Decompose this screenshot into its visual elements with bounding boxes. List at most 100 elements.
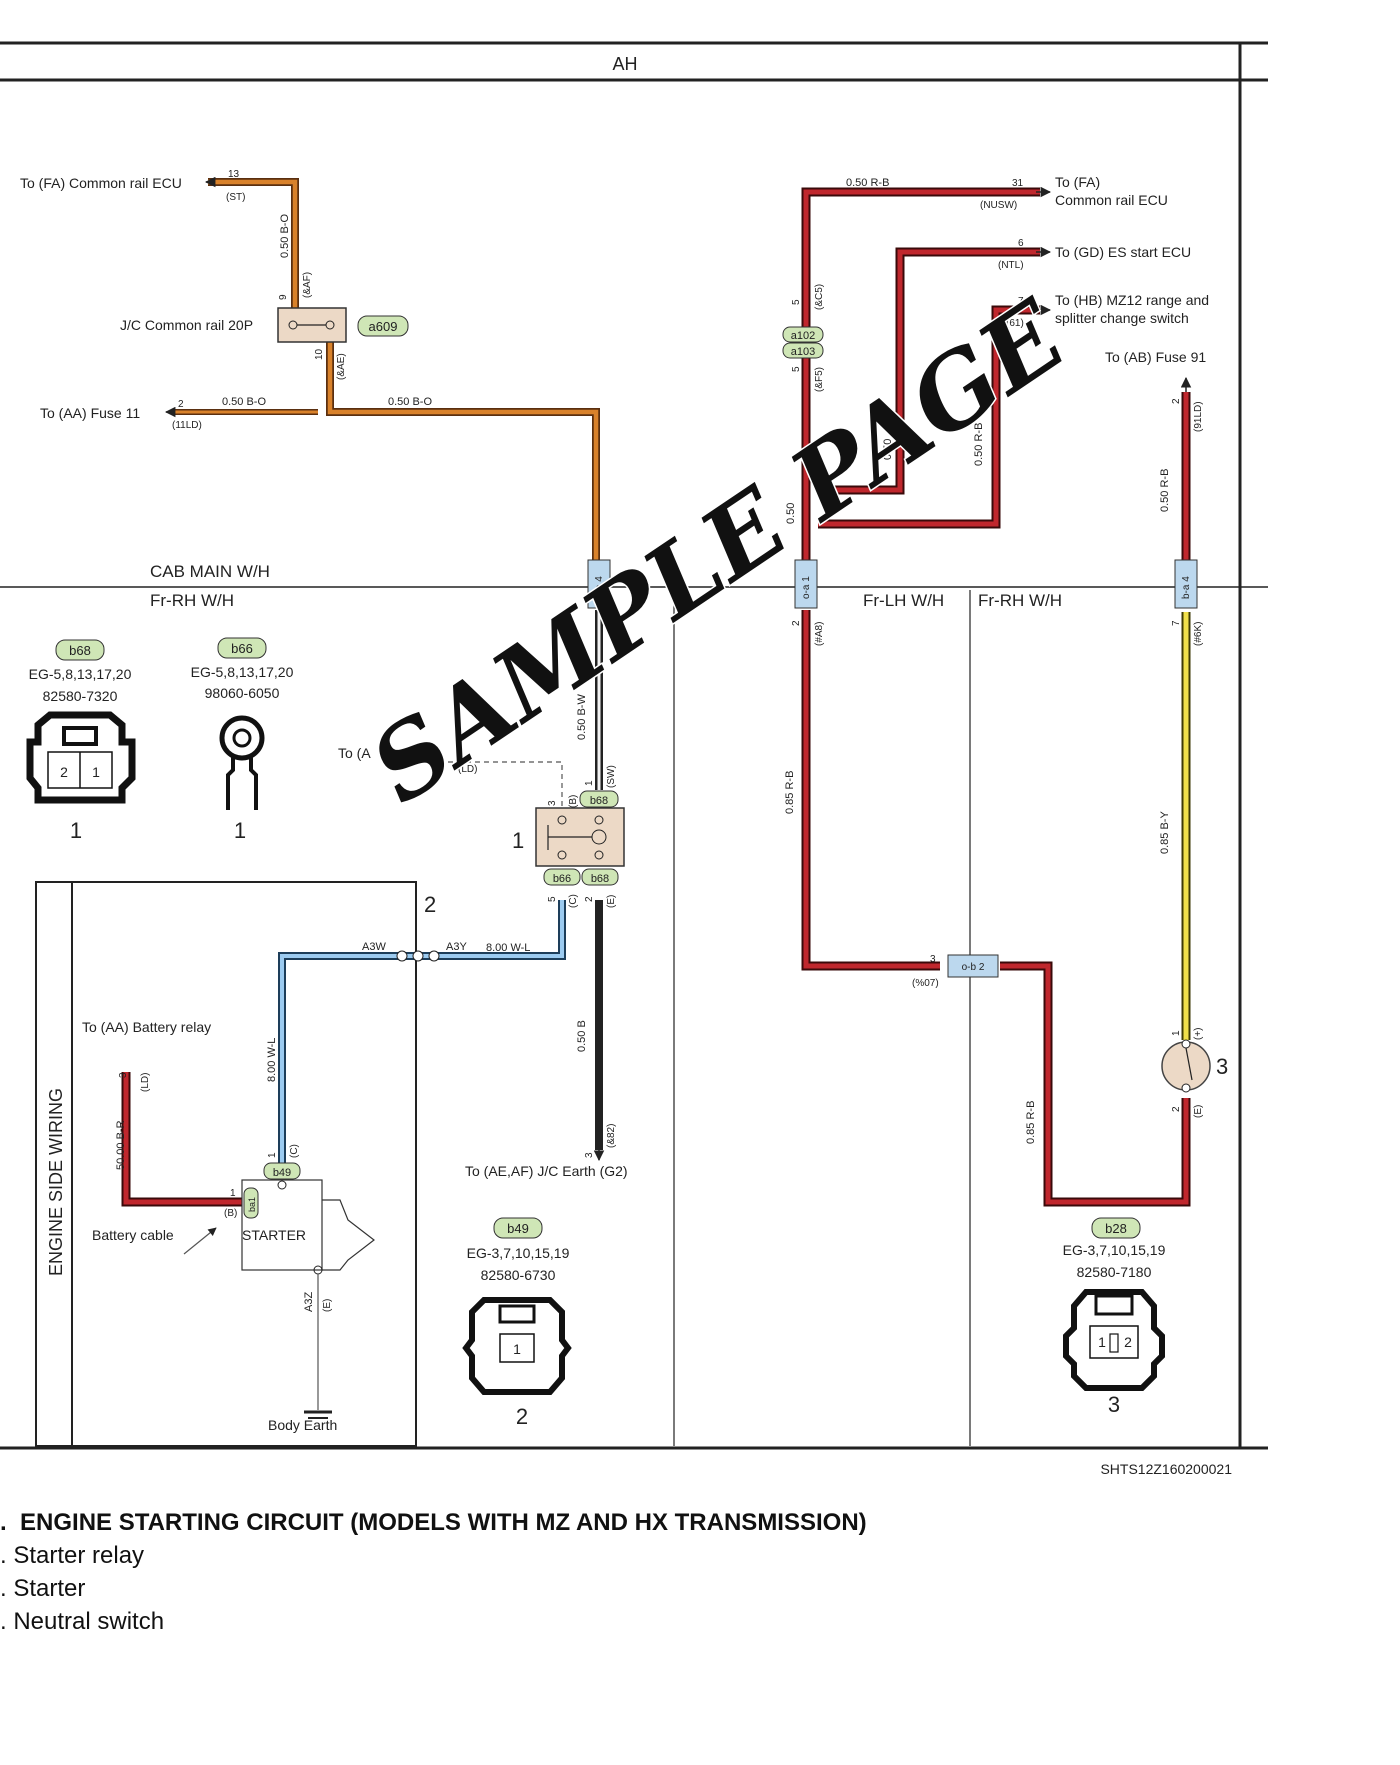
splice-blocks: o-a 4 o-a 1 b-a 4 o-b 2 [587, 559, 1198, 978]
body-earth-label: Body Earth [268, 1417, 337, 1433]
svg-text:(&AE): (&AE) [336, 353, 347, 380]
svg-text:2: 2 [60, 764, 68, 780]
svg-text:(&82): (&82) [606, 1124, 617, 1148]
sample-page-watermark: SAMPLE PAGE [351, 278, 1086, 826]
svg-text:2: 2 [1124, 1334, 1132, 1350]
svg-text:(+): (+) [1193, 1028, 1204, 1041]
svg-text:EG-3,7,10,15,19: EG-3,7,10,15,19 [467, 1245, 570, 1261]
splice-ob2 [947, 954, 999, 978]
svg-text:(91LD): (91LD) [1193, 401, 1204, 432]
tag-b68-bottom: b68 [591, 873, 609, 885]
svg-text:2: 2 [516, 1404, 528, 1429]
tag-b68-top: b68 [590, 795, 608, 807]
right-arrows [1036, 186, 1192, 392]
svg-text:EG-5,8,13,17,20: EG-5,8,13,17,20 [191, 664, 294, 680]
svg-text:5: 5 [791, 299, 802, 305]
svg-text:6: 6 [1018, 238, 1024, 249]
svg-text:o-a 1: o-a 1 [801, 576, 812, 599]
svg-text:b66: b66 [231, 641, 253, 656]
wire-labels: 0.50 B-O 0.50 B-O 0.50 B-O 0.50 R-B 0.50… [115, 177, 1171, 1312]
svg-text:(&AF): (&AF) [302, 272, 313, 298]
connector-b28: b28 EG-3,7,10,15,19 82580-7180 1 2 3 [1063, 1217, 1166, 1417]
dest-aa-fuse-11: To (AA) Fuse 11 [40, 405, 140, 421]
svg-text:(ST): (ST) [226, 192, 245, 203]
engine-side-wiring-label: ENGINE SIDE WIRING [46, 1088, 66, 1276]
dest-ab-fuse-91: To (AB) Fuse 91 [1105, 349, 1206, 365]
svg-text:1: 1 [70, 818, 82, 843]
svg-text:3: 3 [584, 1152, 595, 1158]
svg-text:8.00 W-L: 8.00 W-L [266, 1038, 278, 1082]
svg-text:0.50 B-W: 0.50 B-W [576, 694, 588, 740]
svg-text:b68: b68 [69, 643, 91, 658]
connector-b49: b49 EG-3,7,10,15,19 82580-6730 1 2 [462, 1217, 572, 1429]
svg-text:0.50 B-O: 0.50 B-O [279, 214, 291, 258]
svg-text:b49: b49 [507, 1221, 529, 1236]
dest-aa-battery-relay: To (AA) Battery relay [82, 1019, 211, 1035]
item-number-neutral: 3 [1216, 1054, 1228, 1079]
svg-text:A3Z: A3Z [303, 1292, 315, 1312]
dest-gd-es-start: To (GD) ES start ECU [1055, 244, 1191, 260]
dest-fa-right-2: Common rail ECU [1055, 192, 1168, 208]
svg-text:5: 5 [791, 366, 802, 372]
connector-b68: b68 EG-5,8,13,17,20 82580-7320 2 1 1 [26, 639, 136, 843]
svg-text:0.85 B-Y: 0.85 B-Y [1159, 811, 1171, 854]
tag-ba1: ba1 [247, 1197, 257, 1212]
svg-text:(E): (E) [1193, 1105, 1204, 1118]
svg-text:A3Y: A3Y [446, 941, 467, 953]
svg-text:2: 2 [178, 399, 184, 410]
splice-oa1 [794, 559, 818, 609]
svg-text:1: 1 [267, 1152, 278, 1158]
connector-tags: a609 a102 a103 b68 b66 b68 b49 ba1 [243, 315, 824, 1219]
svg-text:(#6K): (#6K) [1193, 622, 1204, 646]
svg-text:A3W: A3W [362, 941, 386, 953]
section-header: AH [612, 54, 637, 74]
connector-b66: b66 EG-5,8,13,17,20 98060-6050 1 [191, 637, 294, 843]
svg-text:2: 2 [584, 896, 595, 902]
red-wires [121, 187, 1191, 1207]
svg-text:(C): (C) [289, 1144, 300, 1158]
svg-text:(NUSW): (NUSW) [980, 200, 1017, 211]
caption-heading-text: ENGINE STARTING CIRCUIT (MODELS WITH MZ … [20, 1509, 867, 1536]
battery-cable-label: Battery cable [92, 1227, 174, 1243]
dashed-lead [430, 761, 563, 808]
dest-fa-right-1: To (FA) [1055, 174, 1100, 190]
svg-text:9: 9 [278, 294, 289, 300]
svg-text:2: 2 [791, 620, 802, 626]
dest-hb-2: splitter change switch [1055, 310, 1189, 326]
svg-text:13: 13 [228, 169, 240, 180]
drawing-id: SHTS12Z160200021 [1100, 1461, 1232, 1477]
svg-text:7: 7 [1171, 620, 1182, 626]
svg-text:0.85 R-B: 0.85 R-B [1025, 1101, 1037, 1144]
caption: . ENGINE STARTING CIRCUIT (MODELS WITH M… [0, 1506, 867, 1638]
svg-text:(NTL): (NTL) [998, 260, 1024, 271]
svg-text:1: 1 [230, 1188, 236, 1199]
svg-text:7: 7 [1018, 296, 1024, 307]
svg-text:b-a 4: b-a 4 [1181, 576, 1192, 599]
caption-heading: . ENGINE STARTING CIRCUIT (MODELS WITH M… [0, 1509, 867, 1536]
svg-text:(B): (B) [224, 1208, 237, 1219]
dest-ae-af-earth: To (AE,AF) J/C Earth (G2) [465, 1163, 628, 1179]
tag-a103: a103 [791, 346, 815, 358]
svg-text:31: 31 [1012, 178, 1024, 189]
svg-text:(&F5): (&F5) [814, 367, 825, 392]
svg-text:2: 2 [1171, 398, 1182, 404]
dest-partial-to: To (A [338, 745, 371, 761]
svg-text:1: 1 [1171, 1030, 1182, 1036]
svg-text:0.50: 0.50 [882, 439, 894, 460]
caption-item: . Starter [0, 1575, 86, 1602]
cab-main-wh-label: CAB MAIN W/H [150, 562, 270, 581]
svg-text:0.50 B-O: 0.50 B-O [222, 396, 266, 408]
svg-text:(E): (E) [322, 1299, 333, 1312]
fr-rh-wh-right-label: Fr-RH W/H [978, 591, 1062, 610]
svg-text:82580-7180: 82580-7180 [1077, 1264, 1152, 1280]
svg-text:EG-3,7,10,15,19: EG-3,7,10,15,19 [1063, 1242, 1166, 1258]
frame [0, 41, 1268, 1450]
svg-text:0.50 B: 0.50 B [576, 1020, 588, 1052]
wiring-diagram: AH CAB MAIN W/H Fr-RH W/H Fr-LH W/H Fr-R… [0, 41, 1268, 1477]
svg-text:(%07): (%07) [912, 978, 939, 989]
svg-text:2: 2 [1171, 1106, 1182, 1112]
blue-wire [280, 900, 564, 1170]
svg-text:EG-5,8,13,17,20: EG-5,8,13,17,20 [29, 666, 132, 682]
svg-text:(11LD): (11LD) [172, 420, 202, 431]
svg-text:98060-6050: 98060-6050 [205, 685, 280, 701]
